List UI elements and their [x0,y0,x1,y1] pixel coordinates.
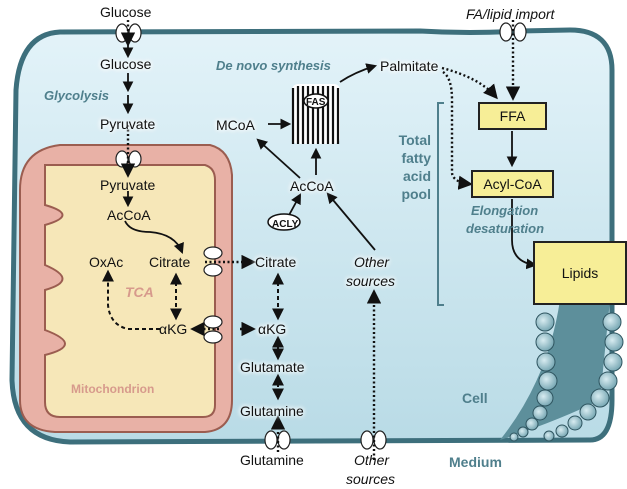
accoa-mito-label: AcCoA [107,207,151,223]
fa-lipid-import-label: FA/lipid import [466,6,555,22]
pyruvate-cyto-label: Pyruvate [100,116,156,132]
elongation-label-2: desaturation [466,221,545,236]
pool-label-3: acid [402,168,431,184]
glucose-outside-label: Glucose [100,4,152,20]
cell-label: Cell [462,390,488,406]
fas-complex [291,84,340,144]
pool-label-2: fatty [401,150,431,166]
glutamine-outside-label: Glutamine [240,452,304,468]
citrate-cyto-label: Citrate [255,254,297,270]
dotted-arrows [120,20,521,460]
glucose-inside-label: Glucose [100,56,152,72]
mitochondrion-label: Mitochondrion [71,382,155,396]
pool-bracket [437,102,444,306]
glutamine-cyto-label: Glutamine [240,403,304,419]
lipids-box: Lipids [533,241,627,305]
fas-label: FAS [306,97,326,108]
solid-arrows [122,44,538,270]
other-sources-outside-label-1: Other [354,452,390,468]
glutamate-label: Glutamate [240,359,305,375]
citrate-mito-label: Citrate [149,254,191,270]
glycolysis-label: Glycolysis [44,88,110,103]
de-novo-synthesis-label: De novo synthesis [216,58,331,73]
lipid-bilayer [500,300,624,442]
pool-label-4: pool [401,186,431,202]
medium-label: Medium [449,454,502,470]
akg-cyto-label: αKG [258,321,287,337]
mcoa-label: MCoA [216,117,255,133]
other-sources-cyto-label-1: Other [354,254,390,270]
accoa-cyto-label: AcCoA [290,178,334,194]
other-sources-outside-label-2: sources [346,471,396,487]
palmitate-label: Palmitate [380,58,439,74]
acly-label: ACLY [272,219,299,230]
oxac-label: OxAc [89,254,124,270]
ffa-box: FFA [478,102,547,130]
acyl-coa-box: Acyl-CoA [471,170,554,198]
pool-label-1: Total [398,132,431,148]
transporters [115,22,527,450]
akg-mito-label: αKG [159,321,188,337]
elongation-label-1: Elongation [471,203,539,218]
tca-label: TCA [125,284,154,300]
acly-enzyme [267,213,301,231]
tca-cycle-arrows [102,269,284,401]
mitochondrion [19,144,233,433]
pyruvate-mito-label: Pyruvate [100,177,156,193]
other-sources-cyto-label-2: sources [346,273,396,289]
